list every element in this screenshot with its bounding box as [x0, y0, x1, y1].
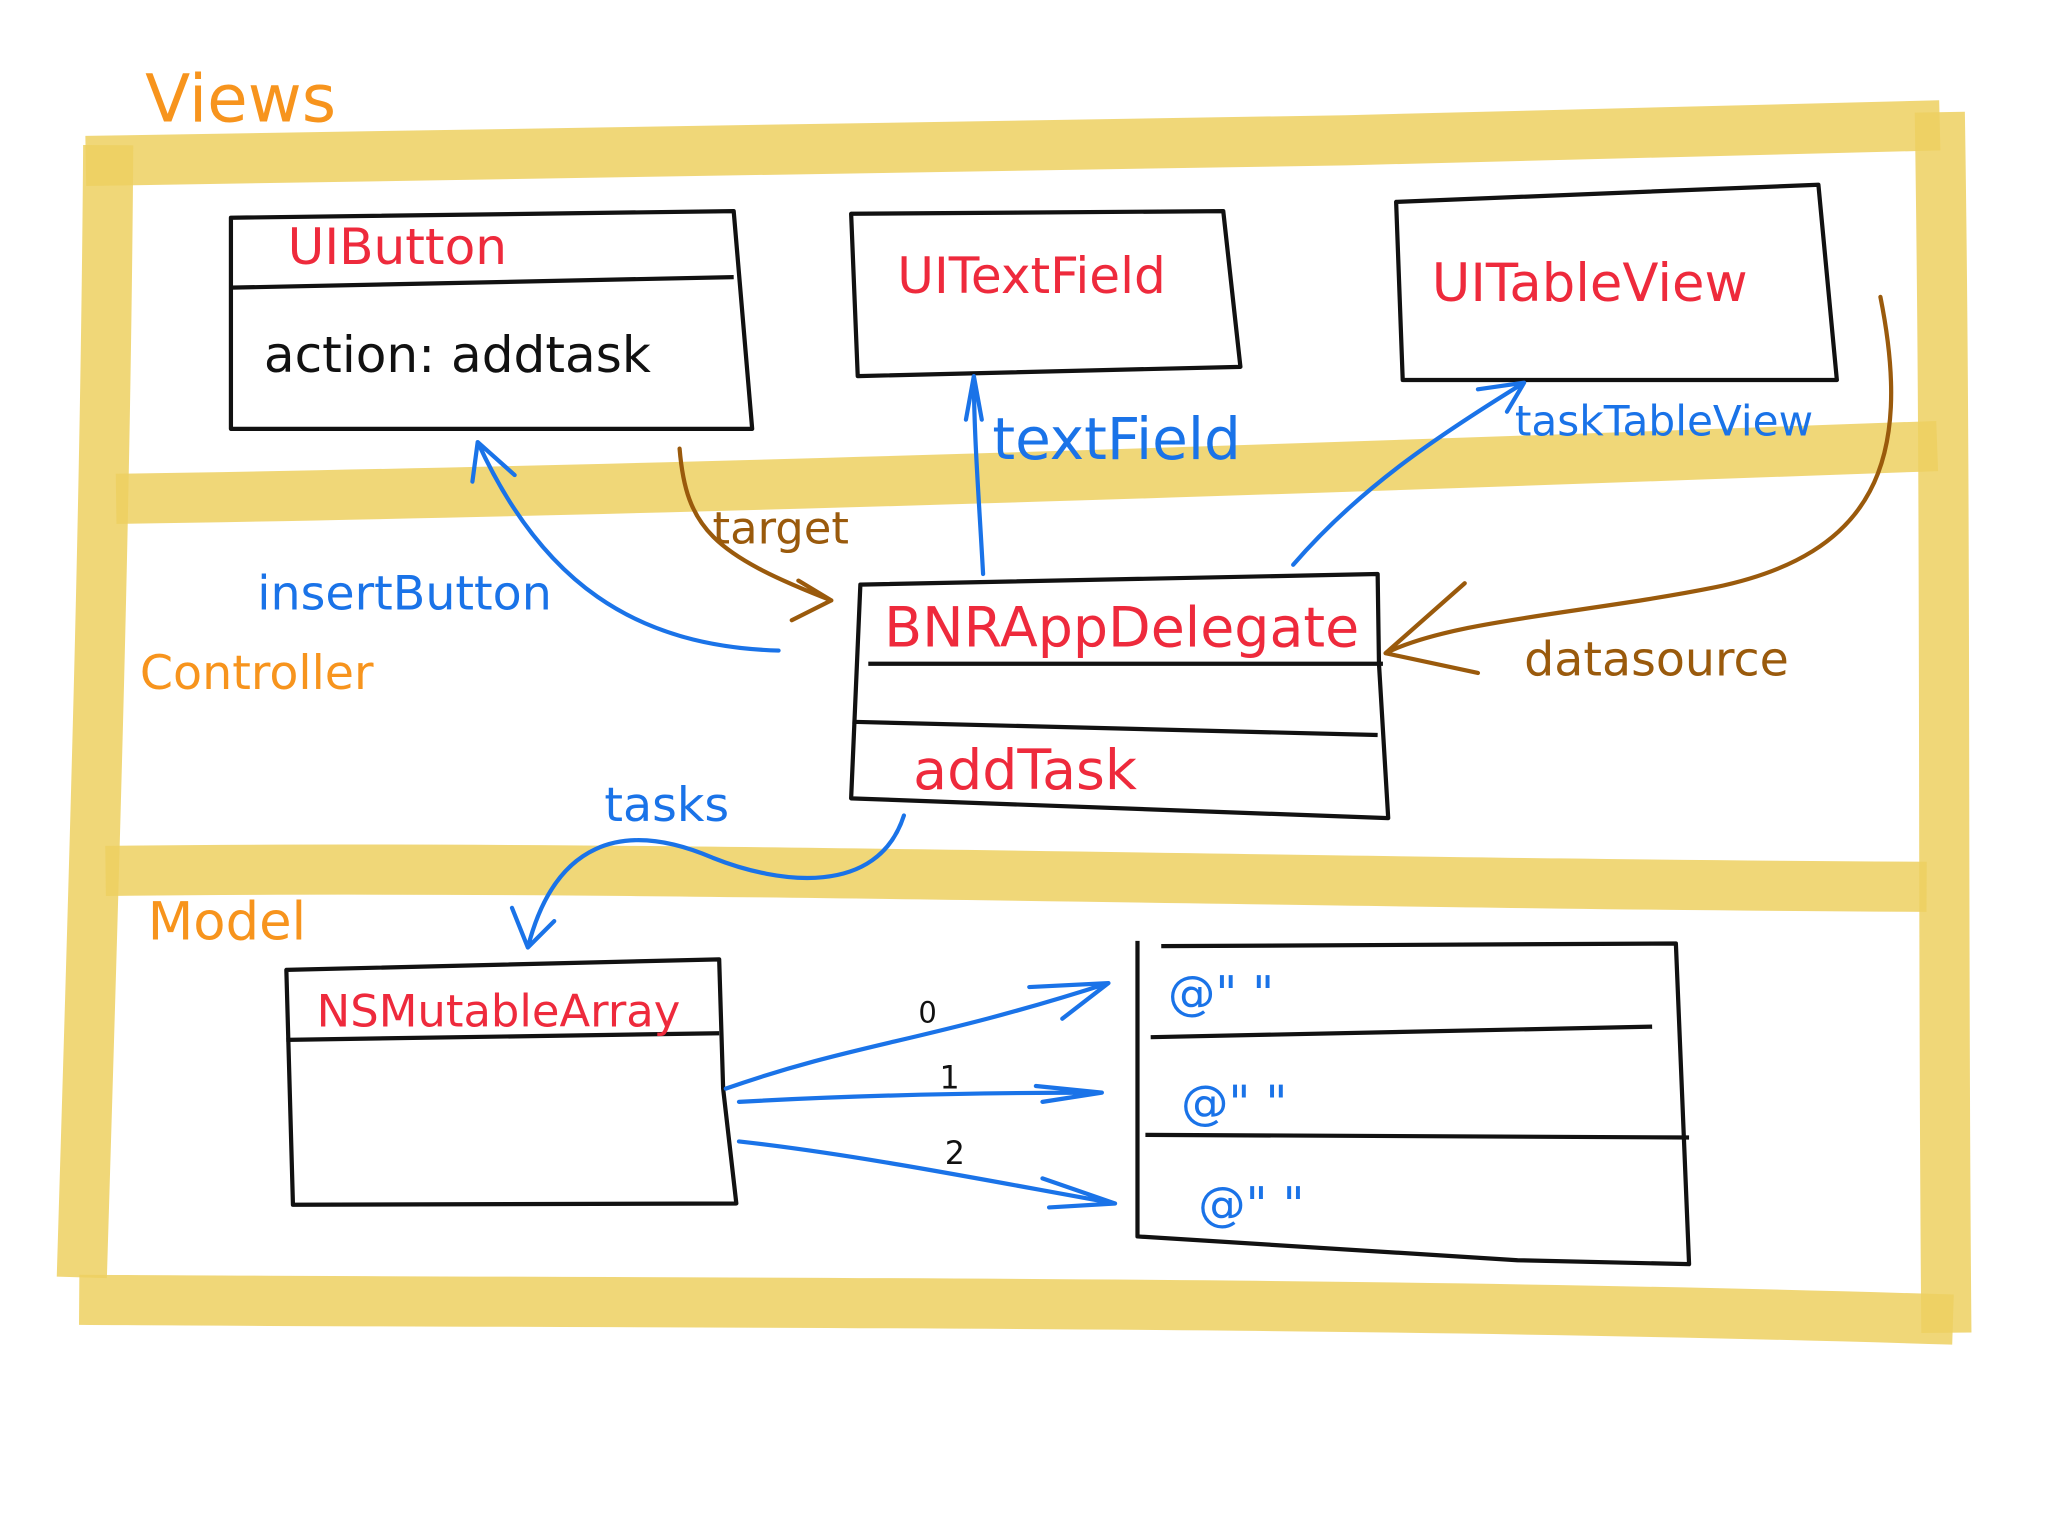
index-label: 2 [945, 1136, 965, 1172]
insertbutton-arrow [470, 439, 781, 653]
tasktableview-arrow [1291, 380, 1527, 567]
views-top-band [85, 100, 1941, 187]
model-label: Model [148, 892, 306, 953]
datasource-arrow [1383, 294, 1894, 676]
index-2-arrow [736, 1139, 1118, 1210]
target-label: target [713, 502, 849, 555]
string-item: @" " [1168, 966, 1274, 1021]
datasource-label: datasource [1524, 633, 1789, 688]
string-item: @" " [1181, 1076, 1287, 1131]
target-arrow [677, 446, 834, 623]
uitableview-name: UITableView [1432, 253, 1748, 314]
uitextfield-class-box: UITextField [849, 209, 1243, 379]
index-0-arrow [723, 980, 1111, 1091]
uitableview-class-box: UITableView [1394, 182, 1839, 383]
tasktableview-label: taskTableView [1515, 396, 1813, 445]
controller-label: Controller [140, 646, 374, 701]
uitextfield-name: UITextField [897, 246, 1166, 305]
right-band [1914, 111, 1972, 1334]
uibutton-class-box: UIButton action: addtask [228, 209, 755, 431]
string-item: @" " [1198, 1178, 1304, 1233]
uibutton-action: action: addtask [264, 325, 651, 384]
relationship-arrows [470, 294, 1894, 1210]
left-band [56, 144, 134, 1279]
textfield-arrow [963, 373, 986, 577]
tasks-arrow [509, 813, 907, 950]
index-label: 0 [918, 996, 936, 1030]
appdelegate-method: addTask [913, 739, 1137, 803]
insertbutton-label: insertButton [257, 567, 552, 622]
nsmutablearray-class-box: NSMutableArray [284, 957, 739, 1207]
appdelegate-name: BNRAppDelegate [884, 597, 1359, 661]
textfield-label: textField [992, 405, 1241, 473]
appdelegate-class-box: BNRAppDelegate addTask [849, 571, 1391, 821]
index-1-arrow [736, 1083, 1104, 1104]
views-label: Views [145, 60, 336, 137]
uibutton-name: UIButton [288, 217, 507, 276]
nsmutablearray-name: NSMutableArray [317, 985, 681, 1038]
section-dividers [56, 100, 1972, 1345]
bottom-band [79, 1274, 1954, 1345]
tasks-label: tasks [604, 778, 729, 833]
views-controller-band [115, 420, 1939, 524]
index-label: 1 [940, 1061, 960, 1097]
controller-model-band [105, 844, 1927, 912]
string-objects-table: @" " @" " @" " [1135, 940, 1692, 1267]
